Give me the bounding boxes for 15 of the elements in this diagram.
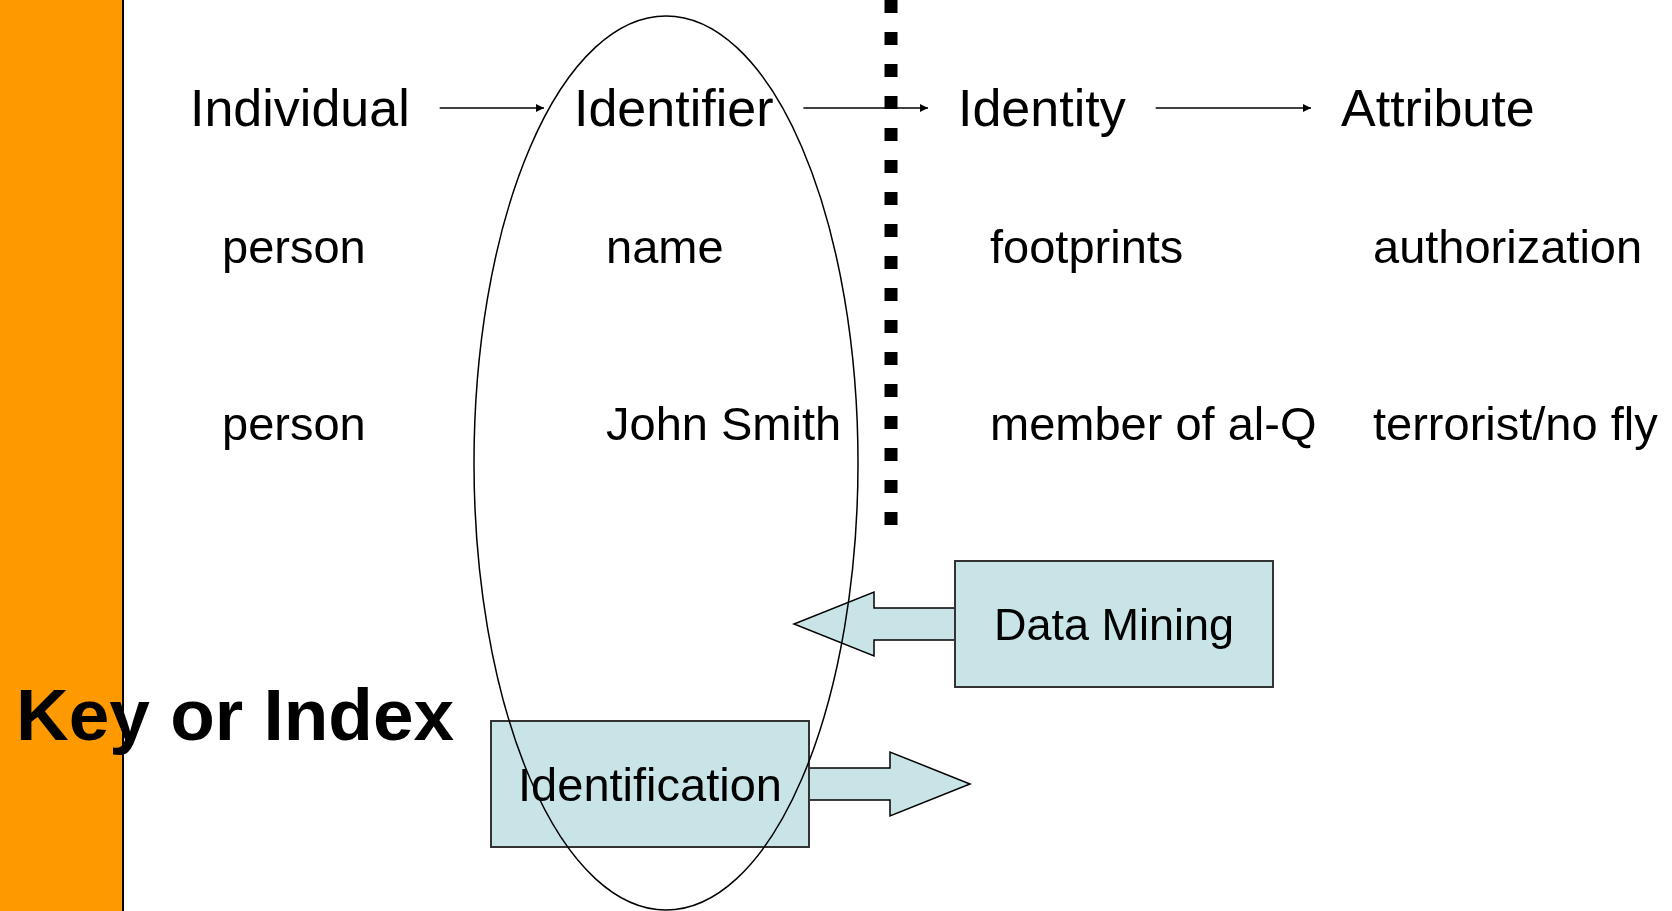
heading-label: Identifier <box>544 80 804 136</box>
arrow <box>1154 104 1312 112</box>
box-label: Data Mining <box>993 601 1235 647</box>
arrow <box>802 104 929 112</box>
heading-label: Individual <box>160 80 440 136</box>
heading-label: Attribute <box>1311 80 1565 136</box>
text-label: John Smith <box>606 400 842 447</box>
text-label: member of al-Q <box>990 400 1317 447</box>
arrow <box>438 104 545 112</box>
block-arrow <box>792 590 955 658</box>
block-arrow <box>809 750 972 818</box>
text-label: name <box>606 223 724 270</box>
process-box <box>954 560 1274 688</box>
text-label: authorization <box>1373 223 1643 270</box>
heading-label: Identity <box>928 80 1156 136</box>
